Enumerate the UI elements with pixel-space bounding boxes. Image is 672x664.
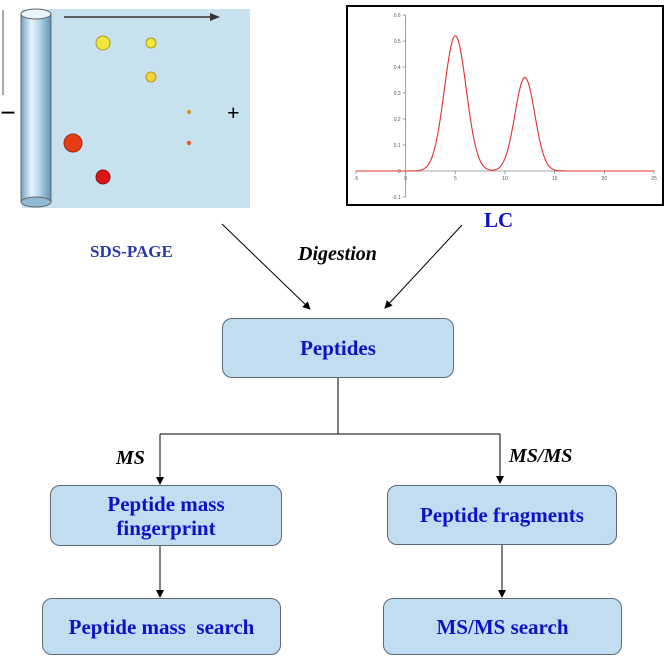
pmf-box[interactable]: Peptide mass fingerprint	[50, 485, 282, 546]
ms-label: MS	[116, 447, 145, 469]
pmf-text-line2: fingerprint	[116, 515, 216, 540]
gel-panel	[22, 9, 250, 208]
x-tick-label: 15	[552, 176, 558, 182]
gel-spot	[186, 140, 192, 146]
gel-spot	[145, 71, 157, 83]
lc-label: LC	[484, 208, 514, 232]
arrow-lc-to-peptides	[384, 224, 463, 309]
lc-chart-frame: -5 0 5 10 15 20 25 -0.1 0 0.1 0.2 0.3 0.4 0.5 0.6	[346, 5, 664, 206]
fragments-box[interactable]: Peptide fragments	[387, 485, 617, 545]
x-tick-label: 10	[502, 176, 508, 182]
x-tick-label: -5	[354, 176, 359, 182]
y-tick-label: 0	[398, 169, 401, 175]
msms-label: MS/MS	[509, 445, 573, 467]
y-tick-label: 0.6	[394, 13, 401, 19]
chromatogram-line	[356, 35, 654, 172]
pmf-text-line1: Peptide mass	[107, 491, 225, 516]
pm-search-text: Peptide mass search	[68, 614, 255, 639]
y-tick-label: 0.1	[394, 143, 401, 149]
x-tick-label: 5	[454, 176, 457, 182]
arrow-gel-to-peptides	[221, 223, 311, 310]
peptides-box[interactable]: Peptides	[222, 318, 454, 378]
x-tick-label: 25	[651, 176, 657, 182]
msms-search-box[interactable]: MS/MS search	[383, 598, 622, 655]
gel-spot	[95, 169, 111, 185]
gel-spot	[145, 37, 157, 49]
y-tick-label: 0.3	[394, 91, 401, 97]
gel-spot	[95, 35, 111, 51]
plus-sign: +	[227, 100, 240, 125]
y-tick-label: 0.5	[394, 39, 401, 45]
gel-spot	[186, 109, 192, 115]
gel-spot	[63, 133, 83, 153]
y-tick-label: -0.1	[392, 195, 401, 201]
arrow-head-icon	[210, 13, 220, 21]
gel-illustration	[2, 8, 220, 208]
msms-search-text: MS/MS search	[436, 614, 569, 639]
pm-search-box[interactable]: Peptide mass search	[42, 598, 281, 655]
tube-bottom	[20, 196, 52, 208]
y-tick-label: 0.4	[394, 65, 401, 71]
fragments-text: Peptide fragments	[420, 503, 584, 527]
peptides-text: Peptides	[300, 336, 376, 360]
x-tick-label: 0	[404, 176, 407, 182]
y-tick-label: 0.2	[394, 117, 401, 123]
sds-page-label: SDS-PAGE	[90, 242, 173, 261]
digestion-label: Digestion	[298, 243, 377, 265]
x-tick-label: 20	[602, 176, 608, 182]
tube-top	[20, 8, 52, 20]
minus-sign: −	[0, 98, 16, 129]
lc-chart: -5 0 5 10 15 20 25 -0.1 0 0.1 0.2 0.3 0.4 0.5 0.6	[354, 13, 657, 201]
